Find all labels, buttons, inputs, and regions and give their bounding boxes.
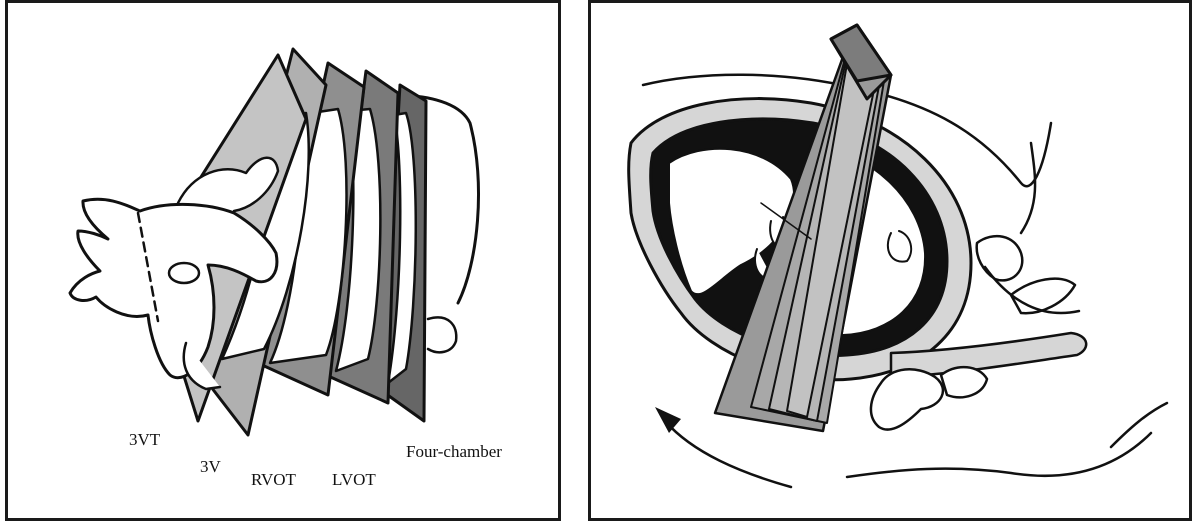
spine-blob-2	[941, 367, 987, 397]
lower-outline	[847, 433, 1151, 477]
vessel-oval	[169, 263, 199, 283]
thorax-section-panel	[588, 0, 1192, 521]
spine-blob	[871, 369, 943, 429]
lower-outline-2	[1111, 403, 1167, 447]
direction-arrow-line	[665, 421, 791, 487]
posterior-fold-2	[977, 236, 1023, 280]
label-3vt: 3VT	[129, 431, 160, 448]
scan-planes-panel: 3VT 3V RVOT LVOT Four-chamber	[5, 0, 561, 521]
posterior-fold-3	[1011, 279, 1075, 314]
label-rvot: RVOT	[251, 471, 296, 488]
direction-arrow-head	[655, 407, 681, 433]
label-four-chamber: Four-chamber	[406, 443, 502, 460]
label-3v: 3V	[200, 458, 221, 475]
label-lvot: LVOT	[332, 471, 376, 488]
heart-outline-right	[428, 317, 456, 352]
body-contour-right	[1021, 143, 1035, 233]
thorax-section-diagram	[591, 3, 1192, 521]
